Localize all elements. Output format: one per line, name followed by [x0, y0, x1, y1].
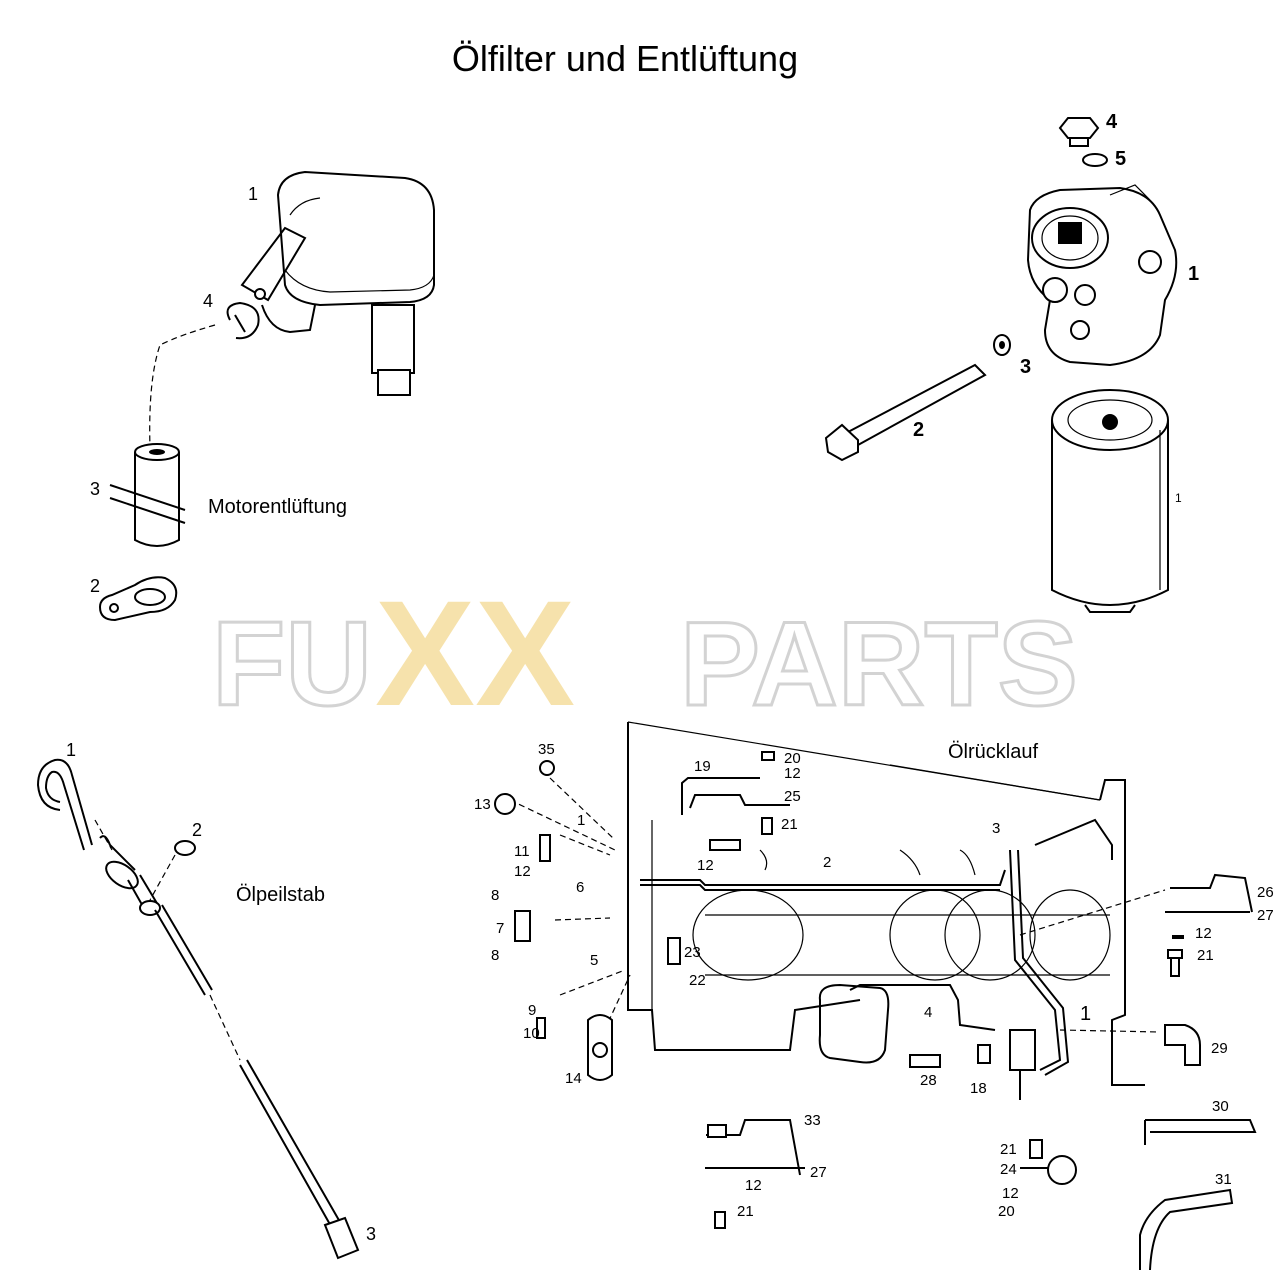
- callout-return-26: 26: [1257, 884, 1274, 901]
- callout-return-24: 24: [1000, 1161, 1017, 1178]
- breather-callouts: 1 4 3 2: [90, 184, 258, 596]
- callout-return-29: 29: [1211, 1040, 1228, 1057]
- callout-breather-4: 4: [203, 291, 213, 311]
- callout-return-1b: 1: [1080, 1003, 1091, 1025]
- section-label-oelruecklauf: Ölrücklauf: [948, 741, 1039, 763]
- callout-return-22: 22: [689, 972, 706, 989]
- callout-return-11: 11: [514, 843, 530, 860]
- callout-return-8a: 8: [491, 887, 499, 904]
- callout-return-4: 4: [924, 1004, 932, 1021]
- callout-filter-cartridge-1: 1: [1175, 491, 1182, 505]
- callout-return-14: 14: [565, 1070, 582, 1087]
- callout-return-12e: 12: [745, 1177, 762, 1194]
- callout-return-21c: 21: [737, 1203, 754, 1220]
- callout-return-12d: 12: [1195, 925, 1212, 942]
- diagram-title: Ölfilter und Entlüftung: [451, 38, 799, 79]
- callout-breather-3: 3: [90, 479, 100, 499]
- callout-return-13: 13: [474, 796, 491, 813]
- watermark-parts: PARTS: [680, 597, 1078, 731]
- callout-return-1: 1: [577, 812, 585, 829]
- callout-return-31: 31: [1215, 1171, 1232, 1188]
- callout-return-12c: 12: [697, 857, 714, 874]
- callout-return-10: 10: [523, 1025, 540, 1042]
- callout-return-19: 19: [694, 758, 711, 775]
- watermark-fu: FU: [212, 597, 372, 731]
- callout-return-8b: 8: [491, 947, 499, 964]
- callout-return-28: 28: [920, 1072, 937, 1089]
- dipstick-callouts: 1 2 3: [66, 740, 376, 1244]
- callout-return-12a: 12: [784, 765, 801, 782]
- callout-return-25: 25: [784, 788, 801, 805]
- callout-return-33: 33: [804, 1112, 821, 1129]
- callout-filter-4: 4: [1106, 111, 1118, 133]
- oil-filter-assembly: [824, 117, 1178, 613]
- callout-return-6: 6: [576, 879, 584, 896]
- filter-callouts: 4 5 1 3 2 1: [913, 111, 1199, 505]
- dipstick-assembly: [36, 758, 360, 1260]
- callout-return-2: 2: [823, 854, 831, 871]
- callout-breather-1: 1: [248, 184, 258, 204]
- callout-filter-2: 2: [913, 419, 924, 441]
- return-callouts: 35 20 12 19 25 13 1 21 11 12 12 2 3 6 8 …: [474, 741, 1274, 1220]
- callout-dipstick-3: 3: [366, 1224, 376, 1244]
- callout-return-35: 35: [538, 741, 555, 758]
- section-label-motorentlueftung: Motorentlüftung: [208, 496, 347, 518]
- callout-dipstick-1: 1: [66, 740, 76, 760]
- callout-return-21a: 21: [781, 816, 798, 833]
- watermark: FU XX PARTS: [211, 569, 1080, 737]
- watermark-xx: XX: [375, 569, 575, 737]
- callout-return-23: 23: [684, 944, 701, 961]
- callout-return-12b: 12: [514, 863, 531, 880]
- callout-return-9: 9: [528, 1002, 536, 1019]
- breather-assembly: [98, 170, 435, 622]
- callout-return-18: 18: [970, 1080, 987, 1097]
- callout-return-21d: 21: [1000, 1141, 1017, 1158]
- callout-dipstick-2: 2: [192, 820, 202, 840]
- callout-return-27b: 27: [810, 1164, 827, 1181]
- callout-filter-1: 1: [1188, 263, 1199, 285]
- oil-return-assembly: [494, 721, 1257, 1271]
- callout-return-30: 30: [1212, 1098, 1229, 1115]
- callout-filter-5: 5: [1115, 148, 1126, 170]
- callout-return-12f: 12: [1002, 1185, 1019, 1202]
- callout-return-20: 20: [784, 750, 801, 767]
- callout-breather-2: 2: [90, 576, 100, 596]
- callout-return-7: 7: [496, 920, 504, 937]
- section-label-oelpeilstab: Ölpeilstab: [236, 884, 325, 906]
- callout-return-20b: 20: [998, 1203, 1015, 1220]
- callout-filter-3: 3: [1020, 356, 1031, 378]
- callout-return-5: 5: [590, 952, 598, 969]
- callout-return-3: 3: [992, 820, 1000, 837]
- callout-return-27a: 27: [1257, 907, 1274, 924]
- callout-return-21b: 21: [1197, 947, 1214, 964]
